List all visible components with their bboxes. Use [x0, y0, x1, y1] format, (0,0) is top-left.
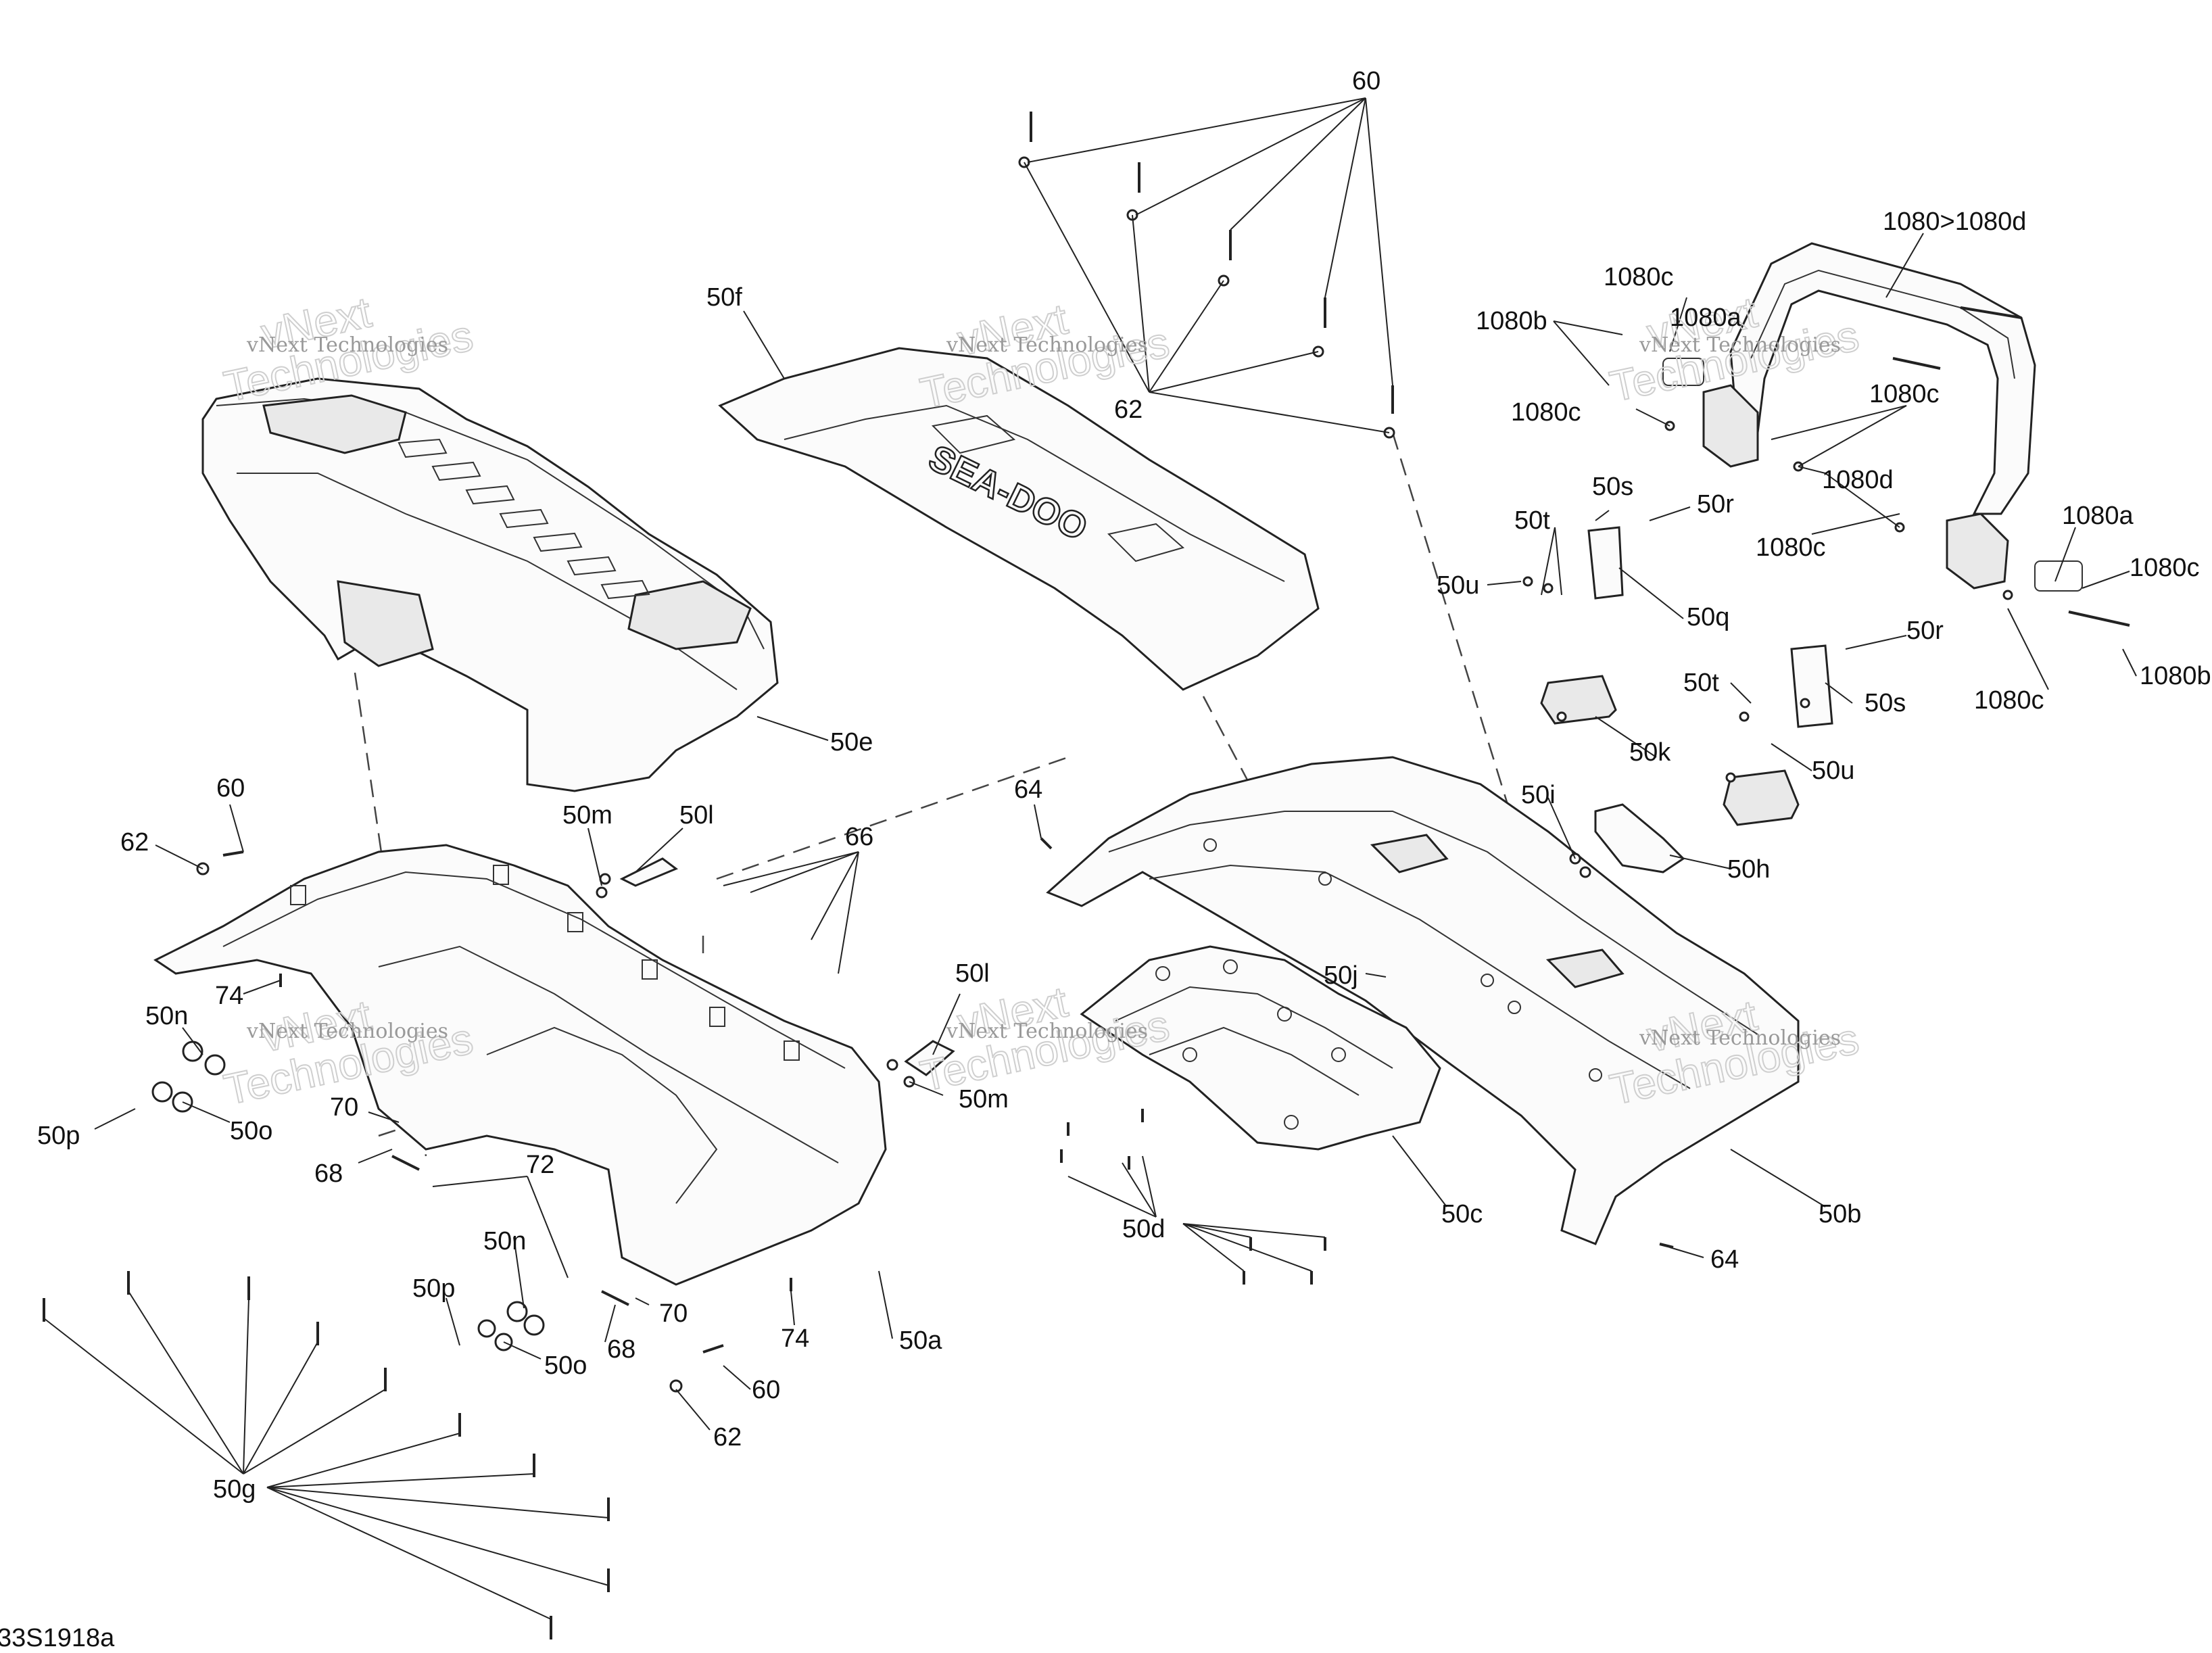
callout-62: 62 [1114, 396, 1143, 424]
callout-50n: 50n [145, 1002, 188, 1030]
callout-60: 60 [1352, 67, 1380, 95]
callout-50d: 50d [1122, 1215, 1165, 1243]
svg-text:vNext Technologies: vNext Technologies [1639, 1026, 1841, 1050]
callout-60: 60 [216, 774, 245, 802]
callout-50k: 50k [1629, 738, 1671, 767]
callout-64: 64 [1710, 1245, 1739, 1274]
callout-50m: 50m [959, 1085, 1009, 1113]
callout-1080: 1080>1080d [1883, 208, 2026, 236]
callout-50h: 50h [1727, 855, 1770, 884]
callout-50r: 50r [1906, 617, 1944, 645]
callout-50a: 50a [899, 1326, 942, 1355]
drawing-id: 33S1918a [0, 1624, 115, 1652]
callout-62: 62 [120, 828, 149, 857]
svg-text:vNext Technologies: vNext Technologies [946, 1020, 1148, 1043]
callout-50e: 50e [830, 728, 873, 757]
callout-70: 70 [659, 1299, 688, 1328]
small-parts [619, 526, 1833, 1076]
callout-50l: 50l [679, 801, 714, 830]
part-50b-rear-platform [1046, 756, 1800, 1245]
callout-1080c: 1080c [1869, 380, 1940, 408]
callout-50n: 50n [483, 1227, 526, 1255]
callout-74: 74 [215, 982, 243, 1010]
callout-74: 74 [781, 1324, 809, 1353]
callout-50o: 50o [230, 1117, 272, 1145]
svg-text:vNext Technologies: vNext Technologies [946, 333, 1148, 357]
svg-text:vNext Technologies: vNext Technologies [246, 333, 448, 357]
callout-1080c: 1080c [1756, 533, 1826, 562]
callout-50u: 50u [1437, 571, 1479, 600]
callout-1080a: 1080a [2062, 502, 2134, 530]
part-50c-tray [1080, 945, 1441, 1151]
fasteners [43, 112, 2130, 1639]
svg-text:vNext Technologies: vNext Technologies [246, 1020, 448, 1043]
callout-60: 60 [752, 1376, 780, 1404]
callout-50q: 50q [1687, 603, 1729, 631]
callout-50b: 50b [1819, 1200, 1861, 1228]
callout-72: 72 [526, 1151, 554, 1179]
part-1080-grab-handle [1662, 242, 2083, 592]
callout-50m: 50m [562, 801, 612, 830]
callout-50s: 50s [1865, 689, 1906, 717]
callout-50f: 50f [706, 283, 742, 312]
callout-50c: 50c [1441, 1200, 1483, 1228]
callout-50o: 50o [544, 1351, 587, 1380]
callout-1080c: 1080c [2130, 554, 2200, 582]
callout-62: 62 [713, 1423, 742, 1452]
callout-64: 64 [1014, 775, 1042, 804]
callout-1080a: 1080a [1670, 304, 1742, 332]
callout-66: 66 [845, 823, 873, 851]
callout-68: 68 [314, 1159, 343, 1188]
callout-50p: 50p [412, 1274, 455, 1303]
callout-70: 70 [330, 1093, 358, 1122]
spring-icon [1662, 358, 2083, 592]
callout-50g: 50g [213, 1475, 256, 1504]
callout-labels: 60 62 1080>1080d 1080c 1080a 1080b 1080c… [37, 67, 2211, 1504]
callout-50t: 50t [1514, 506, 1550, 535]
callout-1080b: 1080b [2140, 662, 2211, 690]
callout-50p: 50p [37, 1122, 80, 1150]
part-50a-lower-shell [153, 844, 887, 1286]
svg-text:vNext Technologies: vNext Technologies [1639, 333, 1841, 357]
callout-1080d: 1080d [1822, 466, 1894, 494]
callout-50l: 50l [955, 959, 990, 988]
leader-lines [43, 97, 2137, 1620]
callout-1080c: 1080c [1974, 686, 2044, 715]
callout-50i: 50i [1521, 781, 1556, 809]
part-50e-seat-cover [201, 377, 779, 792]
callout-1080c: 1080c [1511, 398, 1581, 427]
part-50f-top-plate: SEA-DOO [718, 347, 1320, 691]
callout-50j: 50j [1324, 961, 1358, 990]
callout-50t: 50t [1683, 669, 1719, 697]
callout-1080b: 1080b [1476, 307, 1547, 335]
callout-50r: 50r [1697, 490, 1734, 519]
callout-50u: 50u [1812, 757, 1854, 785]
callout-1080c: 1080c [1604, 263, 1674, 291]
callout-50s: 50s [1592, 473, 1633, 501]
callout-68: 68 [607, 1335, 635, 1364]
